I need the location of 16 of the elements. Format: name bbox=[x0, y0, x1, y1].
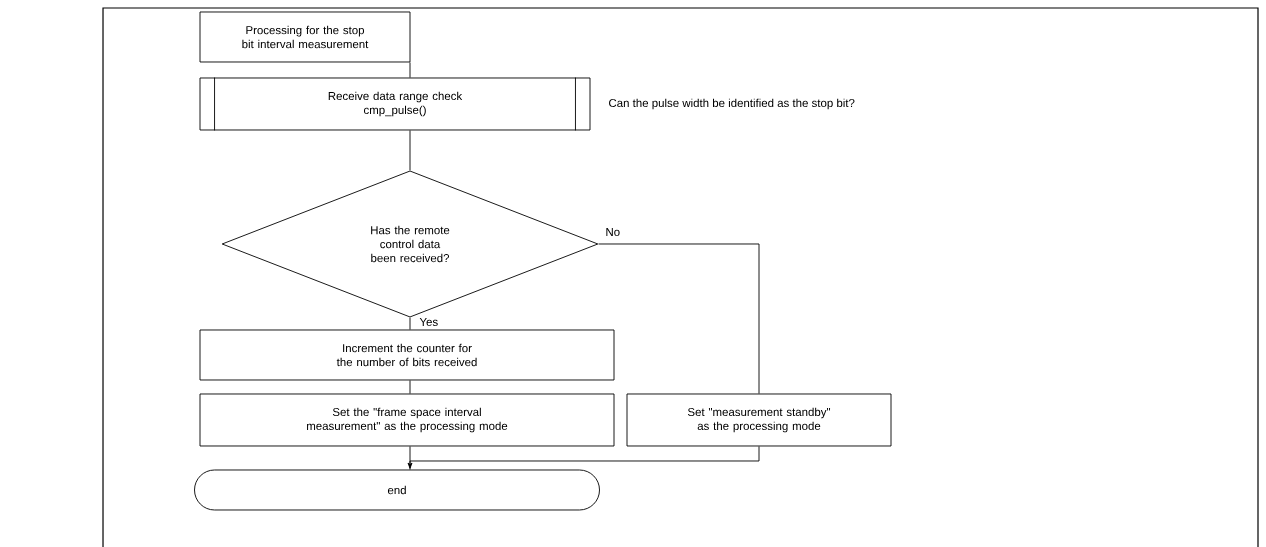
process-box: Set the "frame space interval measurement" as the processing mode bbox=[199, 393, 615, 447]
connector bbox=[409, 446, 411, 470]
process-box: Set "measurement standby" as the processing mode bbox=[626, 393, 892, 447]
process-box: Increment the counter for the number of bits received bbox=[199, 329, 615, 381]
note-text: Can the pulse width be identified as the stop bit? bbox=[609, 98, 855, 110]
connector bbox=[409, 317, 411, 330]
connector bbox=[409, 130, 411, 171]
edge-label: Yes bbox=[418, 317, 440, 327]
subroutine-box: Receive data range check cmp_pulse() bbox=[199, 77, 591, 131]
connector bbox=[598, 243, 760, 394]
connector bbox=[407, 446, 760, 469]
process-box: Processing for the stop bit interval measurement bbox=[199, 11, 411, 63]
edge-label: No bbox=[604, 227, 622, 237]
connector bbox=[409, 380, 411, 394]
terminator: end bbox=[194, 469, 600, 511]
connector bbox=[409, 62, 411, 78]
